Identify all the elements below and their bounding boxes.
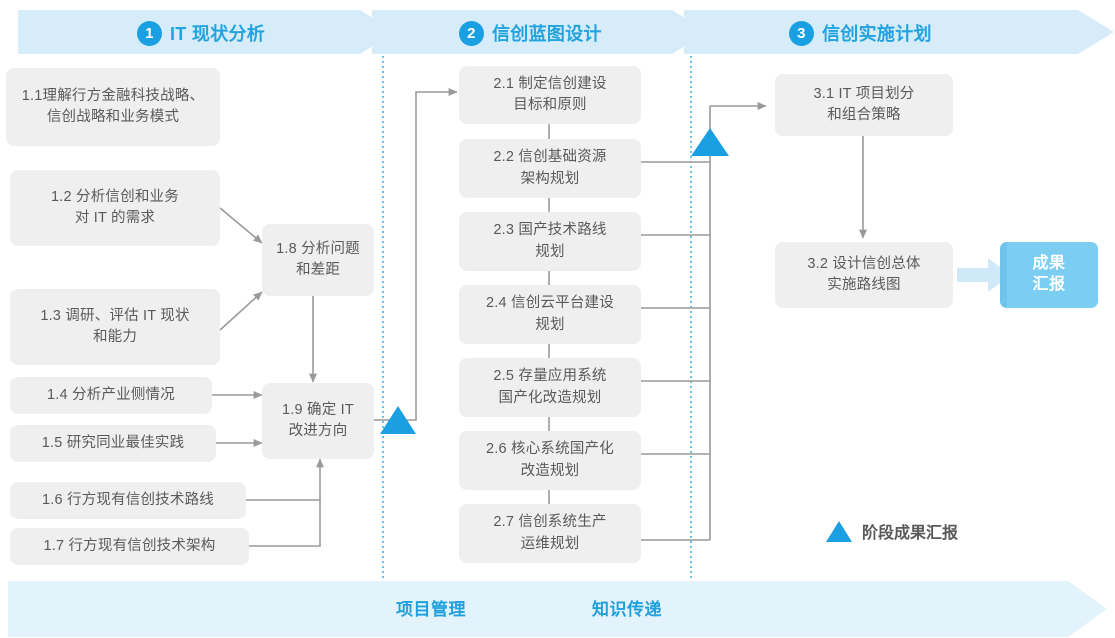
band-label-knowledge-transfer: 知识传递 [592,600,662,619]
phase-number-2: 2 [459,20,484,46]
task-box-1-4[interactable]: 1.4 分析产业侧情况 [10,377,212,414]
task-box-1-8[interactable]: 1.8 分析问题 和差距 [262,224,374,296]
task-box-1-7[interactable]: 1.7 行方现有信创技术架构 [10,528,249,565]
phase-title-2: 信创蓝图设计 [492,24,602,44]
connector-1-3-to-1-8 [219,291,263,331]
task-box-2-1[interactable]: 2.1 制定信创建设 目标和原则 [459,66,641,124]
milestone-triangle-phase1 [380,406,416,434]
task-box-1-5[interactable]: 1.5 研究同业最佳实践 [10,425,216,462]
phase-label-1[interactable]: 1 IT 现状分析 [137,20,265,46]
task-box-1-1[interactable]: 1.1理解行方金融科技战略、 信创战略和业务模式 [6,68,220,146]
header-chevron-1 [18,10,396,54]
phase-label-2[interactable]: 2 信创蓝图设计 [459,20,602,46]
bottom-band [8,581,1107,637]
task-box-2-4[interactable]: 2.4 信创云平台建设 规划 [459,285,641,344]
phase-title-1: IT 现状分析 [170,24,266,44]
task-box-1-9[interactable]: 1.9 确定 IT 改进方向 [262,383,374,459]
phase-label-3[interactable]: 3 信创实施计划 [789,20,932,46]
phase-number-1: 1 [137,20,162,46]
header-chevron-3 [684,10,1114,54]
connector-1-2-to-1-8 [219,207,263,244]
task-box-3-1[interactable]: 3.1 IT 项目划分 和组合策略 [775,74,953,136]
result-arrow [957,258,1011,292]
triangle-icon [826,520,852,542]
connector-1-7-to-1-9 [249,500,321,547]
legend-milestone-label: 阶段成果汇报 [862,525,959,542]
task-box-1-3[interactable]: 1.3 调研、评估 IT 现状 和能力 [10,289,220,365]
phase-number-3: 3 [789,20,814,46]
task-box-1-2[interactable]: 1.2 分析信创和业务 对 IT 的需求 [10,170,220,246]
task-box-1-6[interactable]: 1.6 行方现有信创技术路线 [10,482,246,519]
band-label-project-management: 项目管理 [396,600,466,619]
milestone-triangle-phase2 [691,128,729,156]
result-report-badge[interactable]: 成果 汇报 [1000,242,1098,308]
task-box-2-7[interactable]: 2.7 信创系统生产 运维规划 [459,504,641,563]
phase-title-3: 信创实施计划 [822,24,932,44]
task-box-3-2[interactable]: 3.2 设计信创总体 实施路线图 [775,242,953,308]
header-chevron-2 [372,10,708,54]
legend-milestone: 阶段成果汇报 [826,519,958,543]
